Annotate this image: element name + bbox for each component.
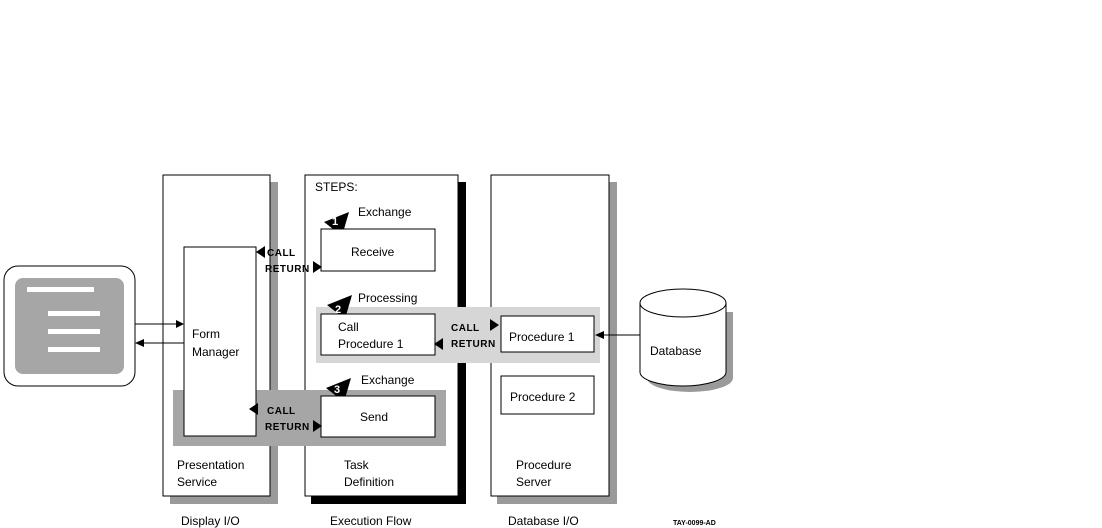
task-label-2: Definition: [344, 475, 394, 489]
terminal-line: [27, 287, 94, 292]
step-1-number: 1: [332, 216, 338, 228]
step-3-label: Exchange: [361, 373, 415, 387]
procedure-1-box: [500, 315, 595, 353]
receive-label: Receive: [351, 245, 395, 259]
terminal-line: [48, 347, 100, 352]
terminal-line: [48, 329, 100, 334]
database-cylinder-body: [639, 303, 727, 387]
procedure-2-box: [500, 375, 595, 415]
database-cylinder-top: [639, 288, 727, 318]
call-2-arrowhead: [490, 319, 499, 331]
send-box: [320, 395, 436, 438]
database-link-arrowhead-left: [595, 331, 604, 339]
task-label-1: Task: [344, 458, 370, 472]
call-procedure-box: [320, 313, 436, 356]
step-2-marker: [327, 295, 352, 319]
call-procedure-label-2: Procedure 1: [338, 337, 404, 351]
return-2-label: RETURN: [451, 339, 496, 350]
terminal-to-form-arrowhead: [176, 320, 184, 328]
call-procedure-label-1: Call: [338, 320, 359, 334]
step-1-label: Exchange: [358, 205, 412, 219]
return-3-arrowhead: [313, 420, 322, 432]
server-label-2: Server: [516, 475, 551, 489]
terminal-screen: [15, 278, 124, 374]
return-1-label: RETURN: [265, 264, 310, 275]
return-3-label: RETURN: [265, 422, 310, 433]
form-manager-label-2: Manager: [192, 345, 239, 359]
presentation-label-1: Presentation: [177, 458, 244, 472]
receive-box: [320, 228, 436, 272]
step-2-number: 2: [335, 304, 341, 316]
procedure-2-label: Procedure 2: [510, 390, 576, 404]
step-2-label: Processing: [358, 291, 417, 305]
form-manager-label-1: Form: [192, 327, 220, 341]
server-label-1: Procedure: [516, 458, 572, 472]
step-3-number: 3: [334, 384, 340, 396]
procedure-1-label: Procedure 1: [509, 330, 575, 344]
call-1-arrowhead: [256, 246, 265, 258]
call-3-label: CALL: [267, 406, 296, 417]
call-1-label: CALL: [267, 248, 296, 259]
return-2-arrowhead: [434, 338, 443, 350]
terminal-line: [48, 311, 100, 316]
form-to-terminal-arrowhead: [135, 339, 144, 347]
execution-flow-footer: Execution Flow: [330, 514, 412, 528]
database-label: Database: [650, 344, 702, 358]
display-io-footer: Display I/O: [181, 514, 240, 528]
database-io-footer: Database I/O: [508, 514, 579, 528]
return-1-arrowhead: [313, 261, 322, 273]
presentation-label-2: Service: [177, 475, 217, 489]
call-3-arrowhead: [249, 403, 258, 415]
send-label: Send: [360, 410, 388, 424]
form-manager-box: [183, 246, 257, 437]
call-2-label: CALL: [451, 323, 480, 334]
steps-label: STEPS:: [315, 180, 358, 194]
figure-id: TAY-0099-AD: [673, 520, 716, 527]
